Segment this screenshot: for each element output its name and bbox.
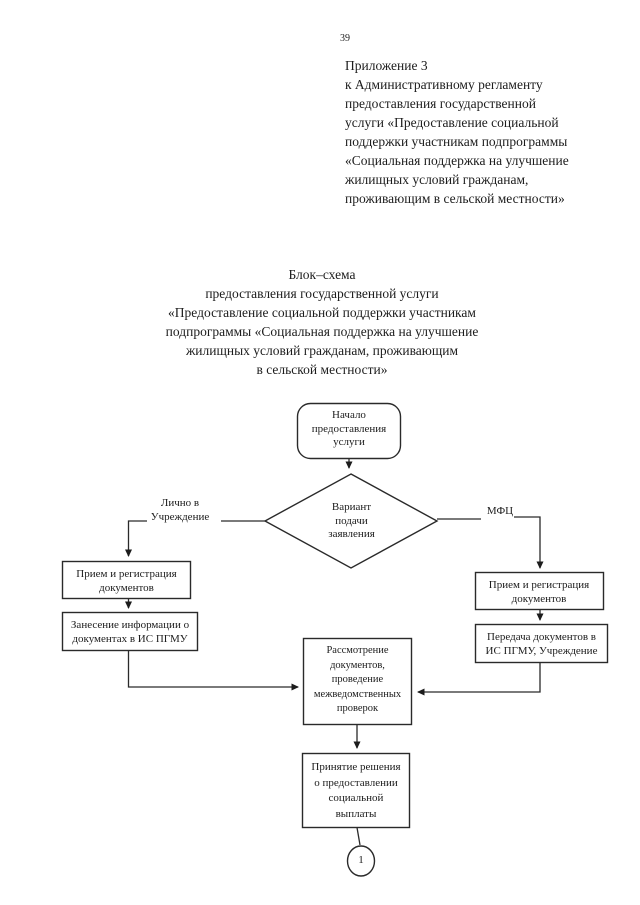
offpage-connector-shape xyxy=(346,845,376,877)
decision-node-label: Вариант подачи заявления xyxy=(328,501,375,540)
final-step-shape xyxy=(301,752,411,829)
arrow-right-label-to-right-step1 xyxy=(514,516,544,569)
document-title: Блок–схема предоставления государственно… xyxy=(165,267,479,377)
appendix-header: Приложение 3 к Административному регламе… xyxy=(345,58,569,206)
arrow-right-step2-to-merge xyxy=(417,662,541,696)
page-number: 39 xyxy=(340,33,350,44)
right-step2-shape xyxy=(474,623,609,664)
branch-right-label: МФЦ xyxy=(486,505,514,517)
left-step2-label: Занесение информации о документах в ИС П… xyxy=(70,619,190,645)
final-step-label: Принятие решения о предоставлении социал… xyxy=(311,761,401,820)
merge-step-label: Рассмотрение документов, проведение межв… xyxy=(313,645,402,714)
arrow-left-label-to-left-step1 xyxy=(125,520,147,557)
right-step1-shape xyxy=(474,571,605,611)
start-node-label: Начало предоставления услуги xyxy=(311,409,387,448)
arrow-left-step2-to-merge xyxy=(127,650,299,691)
offpage-connector-label: 1 xyxy=(358,854,364,866)
right-step2-label: Передача документов в ИС ПГМУ, Учреждени… xyxy=(485,631,598,657)
branch-left-label: Лично в Учреждение xyxy=(150,497,210,523)
left-step2-shape xyxy=(61,611,199,652)
wire-final-to-connector xyxy=(356,827,361,846)
decision-diamond-shape xyxy=(263,473,439,569)
left-step1-shape xyxy=(61,560,192,600)
left-step1-label: Прием и регистрация документов xyxy=(76,568,177,594)
right-step1-label: Прием и регистрация документов xyxy=(488,579,590,605)
